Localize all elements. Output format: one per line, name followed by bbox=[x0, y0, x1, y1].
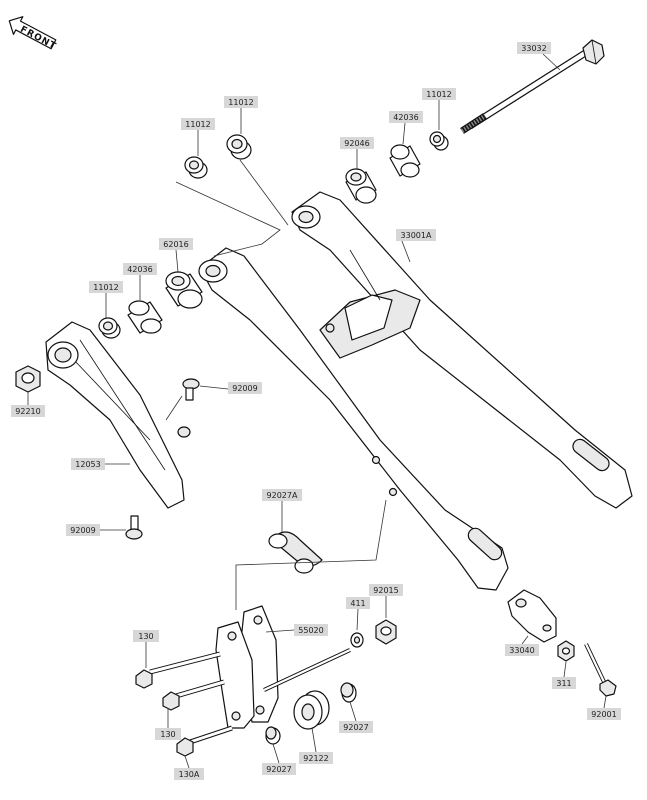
svg-text:130: 130 bbox=[160, 730, 175, 739]
collar-92027-bottom bbox=[265, 726, 281, 745]
collar-left bbox=[98, 317, 121, 339]
svg-text:92046: 92046 bbox=[344, 139, 369, 148]
label-33032: 33032 bbox=[517, 42, 551, 54]
bolt-130A bbox=[176, 725, 233, 757]
leader-lines bbox=[27, 53, 607, 769]
svg-text:92009: 92009 bbox=[70, 526, 95, 535]
nut-92015 bbox=[375, 619, 397, 645]
label-311: 311 bbox=[552, 677, 576, 689]
collar-top-center bbox=[226, 134, 252, 160]
svg-text:92210: 92210 bbox=[15, 407, 40, 416]
label-92027-bottom: 92027 bbox=[262, 763, 296, 775]
label-92122: 92122 bbox=[299, 752, 333, 764]
svg-text:92027A: 92027A bbox=[267, 491, 298, 500]
nut-92210 bbox=[15, 365, 41, 393]
collar-92027-right bbox=[340, 682, 357, 703]
svg-text:92015: 92015 bbox=[373, 586, 398, 595]
svg-text:411: 411 bbox=[350, 599, 365, 608]
svg-text:42036: 42036 bbox=[393, 113, 418, 122]
svg-text:33032: 33032 bbox=[521, 44, 546, 53]
label-11012-left: 11012 bbox=[89, 281, 123, 293]
bolt-92001 bbox=[584, 643, 617, 697]
long-bolt bbox=[263, 648, 351, 692]
label-411: 411 bbox=[346, 597, 370, 609]
bearing-92046 bbox=[345, 168, 377, 204]
svg-text:11012: 11012 bbox=[228, 98, 253, 107]
chain-adjuster-33040 bbox=[507, 589, 557, 643]
chain-guide bbox=[45, 321, 191, 509]
collar-92027A bbox=[268, 531, 323, 574]
label-92027A: 92027A bbox=[262, 489, 302, 501]
collar-right bbox=[429, 131, 449, 151]
sleeve-42036-top bbox=[389, 144, 421, 178]
svg-text:130: 130 bbox=[138, 632, 153, 641]
label-12053: 12053 bbox=[71, 458, 105, 470]
label-92027-right: 92027 bbox=[339, 721, 373, 733]
svg-text:11012: 11012 bbox=[185, 120, 210, 129]
svg-text:92027: 92027 bbox=[343, 723, 368, 732]
label-11012-top-right: 11012 bbox=[422, 88, 456, 100]
svg-text:33001A: 33001A bbox=[401, 231, 432, 240]
label-130-top: 130 bbox=[133, 630, 159, 642]
label-92015: 92015 bbox=[369, 584, 403, 596]
label-42036-left: 42036 bbox=[123, 263, 157, 275]
washer-411 bbox=[350, 632, 364, 648]
sleeve-42036-left bbox=[127, 300, 163, 334]
svg-text:92001: 92001 bbox=[591, 710, 616, 719]
label-92001: 92001 bbox=[587, 708, 621, 720]
label-92009-bottom: 92009 bbox=[66, 524, 100, 536]
svg-text:33040: 33040 bbox=[509, 646, 534, 655]
label-55020: 55020 bbox=[294, 624, 328, 636]
bearing-62016 bbox=[165, 271, 203, 309]
svg-text:311: 311 bbox=[556, 679, 571, 688]
label-62016: 62016 bbox=[159, 238, 193, 250]
bolt-130-top bbox=[135, 651, 221, 689]
pivot-shaft bbox=[460, 39, 605, 134]
swingarm bbox=[198, 191, 633, 591]
label-11012-top-center: 11012 bbox=[224, 96, 258, 108]
bolt-92009-top bbox=[182, 378, 200, 401]
svg-text:92009: 92009 bbox=[232, 384, 257, 393]
bolt-92009-bottom bbox=[125, 515, 143, 540]
bolt-130-middle bbox=[162, 679, 225, 711]
svg-text:11012: 11012 bbox=[426, 90, 451, 99]
collar-top-left bbox=[184, 156, 208, 179]
label-92009-top: 92009 bbox=[228, 382, 262, 394]
svg-text:130A: 130A bbox=[179, 770, 200, 779]
label-11012-top-left: 11012 bbox=[181, 118, 215, 130]
nut-311 bbox=[557, 640, 575, 662]
svg-text:62016: 62016 bbox=[163, 240, 188, 249]
label-130A: 130A bbox=[174, 768, 204, 780]
label-92210: 92210 bbox=[11, 405, 45, 417]
svg-text:92027: 92027 bbox=[266, 765, 291, 774]
svg-text:92122: 92122 bbox=[303, 754, 328, 763]
bracket-55020 bbox=[215, 605, 279, 729]
label-42036-top: 42036 bbox=[389, 111, 423, 123]
label-33001A: 33001A bbox=[396, 229, 436, 241]
label-130-middle: 130 bbox=[155, 728, 181, 740]
svg-text:11012: 11012 bbox=[93, 283, 118, 292]
svg-text:12053: 12053 bbox=[75, 460, 100, 469]
svg-text:42036: 42036 bbox=[127, 265, 152, 274]
svg-text:55020: 55020 bbox=[298, 626, 323, 635]
front-arrow-icon: FRONT bbox=[8, 16, 58, 52]
roller-92122 bbox=[293, 690, 330, 730]
label-33040: 33040 bbox=[505, 644, 539, 656]
label-92046: 92046 bbox=[340, 137, 374, 149]
